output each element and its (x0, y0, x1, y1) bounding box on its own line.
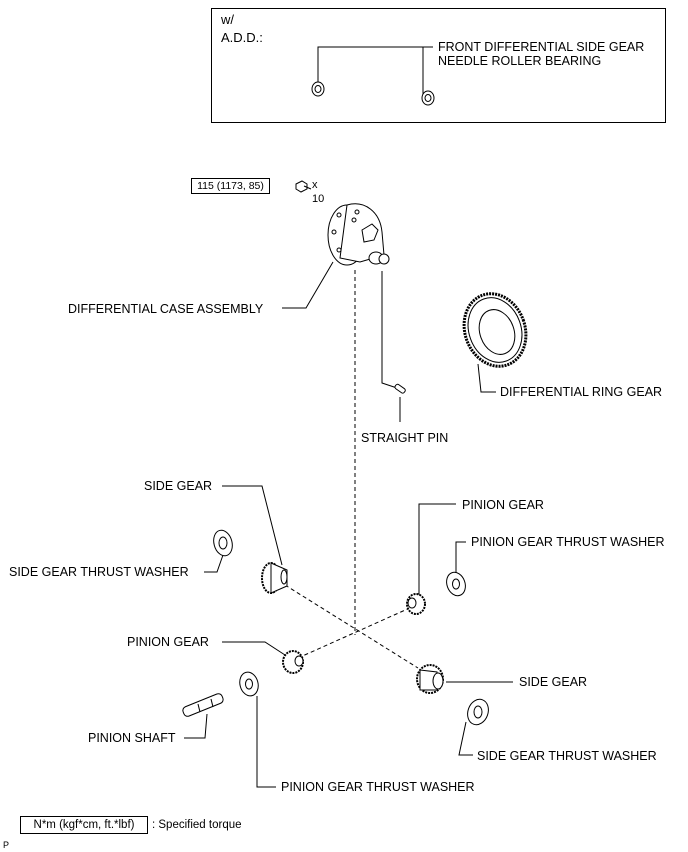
leader-pgtw-upper (455, 541, 466, 572)
leader-bearing-left (317, 46, 433, 82)
label-pinion-gear-upper: PINION GEAR (462, 498, 544, 512)
leader-ring-gear (477, 363, 496, 393)
label-side-gear-upper: SIDE GEAR (144, 479, 213, 493)
label-pinion-gear-thrust-washer-lower: PINION GEAR THRUST WASHER (281, 780, 475, 794)
needle-bearing-icon (311, 81, 325, 97)
leader-pgtw-lower (256, 696, 276, 788)
label-side-gear-lower: SIDE GEAR (519, 675, 588, 689)
label-straight-pin: STRAIGHT PIN (361, 431, 449, 445)
torque-spec-box: 115 (1173, 85) (191, 178, 270, 194)
bearing-label-line2: NEEDLE ROLLER BEARING (438, 54, 602, 68)
leader-pinion-shaft (184, 713, 208, 739)
label-pinion-gear-thrust-washer-upper: PINION GEAR THRUST WASHER (471, 535, 665, 549)
bearing-label-line1: FRONT DIFFERENTIAL SIDE GEAR (438, 40, 645, 54)
side-gear-icon (261, 562, 288, 594)
label-side-gear-thrust-washer-right: SIDE GEAR THRUST WASHER (477, 749, 657, 763)
ring-gear-icon (462, 292, 528, 368)
label-pinion-shaft: PINION SHAFT (88, 731, 176, 745)
thrust-washer-icon (213, 529, 233, 557)
legend-description: : Specified torque (152, 819, 242, 831)
add-prefix-line1: w/ (221, 12, 234, 27)
leader-sgtw-left (204, 554, 224, 573)
side-gear-icon (416, 664, 444, 694)
needle-bearing-icon (421, 90, 435, 106)
legend-unit-box: N*m (kgf*cm, ft.*lbf) (20, 816, 148, 834)
leader-straight-pin (381, 271, 398, 389)
bolt-icon (295, 180, 312, 193)
add-prefix-line2: A.D.D.: (221, 30, 263, 45)
pinion-gear-icon (282, 650, 304, 674)
torque-multiplier-x: x (312, 179, 318, 191)
label-pinion-gear-lower: PINION GEAR (127, 635, 209, 649)
thrust-washer-icon (446, 571, 466, 597)
label-differential-case-assembly: DIFFERENTIAL CASE ASSEMBLY (68, 302, 264, 316)
label-differential-ring-gear: DIFFERENTIAL RING GEAR (500, 385, 663, 399)
leader-side-gear-upper (222, 485, 283, 566)
thrust-washer-icon (239, 671, 259, 697)
label-side-gear-thrust-washer-left: SIDE GEAR THRUST WASHER (9, 565, 189, 579)
leader-case (282, 261, 334, 309)
leader-sgtw-right (458, 721, 473, 756)
axis-side-gears (284, 584, 419, 669)
footer-mark: P (3, 840, 10, 850)
torque-multiplier-count: 10 (312, 193, 325, 205)
pinion-shaft-icon (182, 693, 224, 717)
straight-pin-icon (394, 383, 406, 394)
thrust-washer-icon (467, 698, 489, 726)
differential-case-icon (327, 203, 390, 266)
leader-pinion-lower (222, 641, 286, 656)
leader-pinion-upper (418, 503, 456, 595)
add-inset-box (211, 8, 666, 123)
pinion-gear-icon (406, 593, 426, 615)
